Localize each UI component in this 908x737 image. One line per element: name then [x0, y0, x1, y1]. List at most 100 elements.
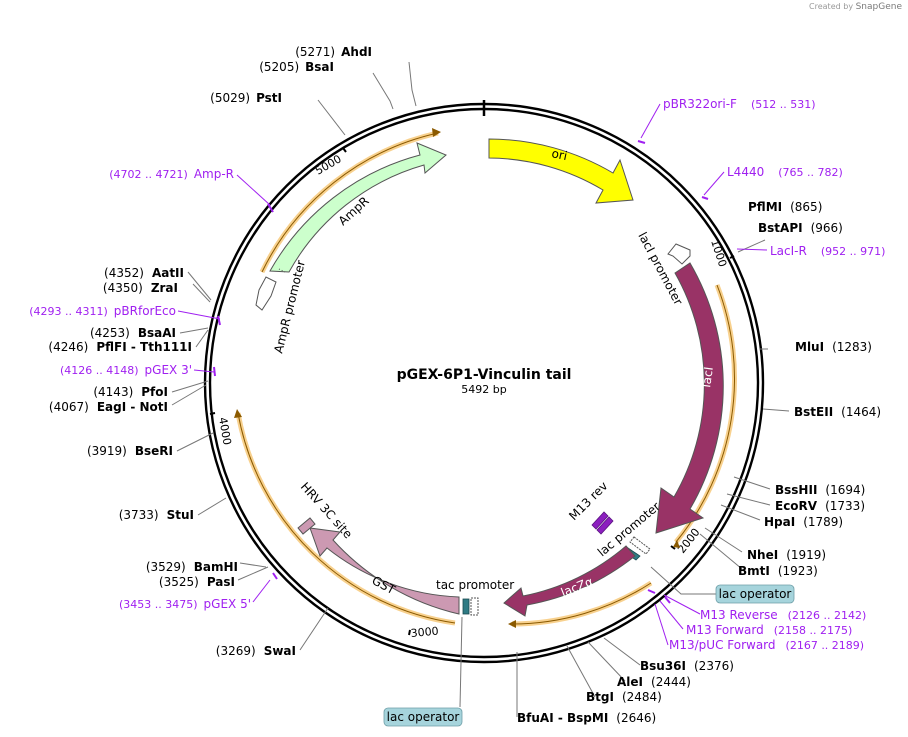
feature-ampr: AmpR [269, 142, 447, 273]
site-SwaI: (3269)SwaI [216, 644, 296, 658]
site-name: ZraI [151, 281, 178, 295]
site-EagI-NotI: (4067)EagI - NotI [49, 400, 168, 414]
tick-label-3000: 3000 [410, 625, 439, 640]
ampr-promoter-label: AmpR promoter [271, 259, 308, 355]
orf-arcs [234, 128, 737, 628]
primer-range: (4126 .. 4148) [60, 364, 139, 377]
primer-Amp-R: (4702 .. 4721) Amp-R [109, 167, 234, 181]
primer-name: Amp-R [194, 167, 234, 181]
primer-range: (2126 .. 2142) [788, 609, 867, 622]
primer-range: (4702 .. 4721) [109, 168, 188, 181]
site-name: BsaI [305, 60, 334, 74]
site-NheI: NheI(1919) [747, 548, 826, 562]
site-num: (2376) [694, 659, 734, 673]
site-PasI: (3525) PasI [159, 575, 235, 589]
site-num: (3525) [159, 575, 199, 589]
primer-range: (2158 .. 2175) [774, 624, 853, 637]
site-name: AhdI [341, 45, 372, 59]
site-name: PstI [256, 91, 282, 105]
primer-name: pGEX 3' [145, 363, 192, 377]
primer-M13-Forward: M13 Forward(2158 .. 2175) [686, 623, 852, 637]
tac-promoter-label: tac promoter [436, 578, 514, 592]
site-num: (2646) [616, 711, 656, 725]
feature-lacI-promoter-label: lacI promoter [635, 230, 685, 308]
site-name: BsaAI [138, 326, 176, 340]
lac-operator-label-bottom: lac operator [387, 710, 460, 724]
site-leaders [171, 61, 790, 717]
site-name: BstAPI [758, 221, 803, 235]
feature-lacI-label: lacI [699, 366, 716, 389]
primer-name: M13 Reverse [700, 608, 778, 622]
site-BssHII: BssHII(1694) [775, 483, 865, 497]
site-BmtI: BmtI (1923) [738, 564, 818, 578]
site-AhdI: (5271)AhdI [295, 45, 372, 59]
site-num: (4143) [93, 385, 133, 399]
primer-name: pBRforEco [114, 304, 176, 318]
site-BstAPI: BstAPI(966) [758, 221, 843, 235]
primer-name: pGEX 5' [204, 597, 251, 611]
primer-name: L4440 [727, 165, 764, 179]
feature-ori-label: ori [550, 146, 568, 163]
primer-LacI-R: LacI-R(952 .. 971) [770, 244, 885, 258]
restriction-sites: (5271)AhdI (5205)BsaI (5029)PstI PflMI (8… [48, 45, 881, 725]
site-num: (3919) [87, 444, 127, 458]
site-num: (4246) [48, 340, 88, 354]
site-name: BmtI [738, 564, 770, 578]
site-PflMI: PflMI (865) [748, 200, 822, 214]
primer-range: (765 .. 782) [778, 166, 843, 179]
site-PflFI-Tth111I: (4246)PflFI - Tth111I [48, 340, 192, 354]
site-num: (3529) [146, 560, 186, 574]
site-ZraI: (4350)ZraI [103, 281, 178, 295]
feature-lacI: lacI [655, 262, 724, 534]
feature-ori: ori [488, 138, 634, 204]
site-name: EcoRV [775, 499, 818, 513]
site-name: BseRI [135, 444, 173, 458]
backbone [203, 100, 765, 664]
primer-name: pBR322ori-F [663, 97, 737, 111]
feature-m13-rev: M13 rev [566, 479, 614, 535]
primer-range: (512 .. 531) [751, 98, 816, 111]
site-name: BstEII [794, 405, 833, 419]
site-name: MluI [795, 340, 824, 354]
site-BsaI: (5205)BsaI [259, 60, 334, 74]
site-name: AleI [617, 675, 643, 689]
site-num: (1464) [841, 405, 881, 419]
primer-range: (3453 .. 3475) [119, 598, 198, 611]
credit-brand: SnapGene [855, 2, 902, 12]
site-num: (2444) [651, 675, 691, 689]
site-num: (1923) [778, 564, 818, 578]
lac-operator-bottom: lac operator [383, 616, 463, 727]
site-HpaI: HpaI(1789) [764, 515, 843, 529]
plasmid-name: pGEX-6P1-Vinculin tail [397, 367, 572, 383]
site-BstEII: BstEII (1464) [794, 405, 881, 419]
site-BamHI: (3529)BamHI [146, 560, 238, 574]
site-num: (865) [790, 200, 822, 214]
site-EcoRV: EcoRV(1733) [775, 499, 865, 513]
primer-pGEX-3: (4126 .. 4148) pGEX 3' [60, 363, 192, 377]
site-name: Bsu36I [640, 659, 686, 673]
site-name: BtgI [586, 690, 614, 704]
site-BtgI: BtgI(2484) [586, 690, 662, 704]
feature-tac-promoter: tac promoter [436, 578, 514, 616]
site-name: PfoI [141, 385, 168, 399]
primer-range: (2167 .. 2189) [786, 639, 865, 652]
primer-M13-Reverse: M13 Reverse (2126 .. 2142) [700, 608, 866, 622]
site-num: (4253) [90, 326, 130, 340]
primer-pBR322ori-F: pBR322ori-F (512 .. 531) [663, 97, 816, 111]
primer-range: (952 .. 971) [821, 245, 886, 258]
primer-M13-pUC-Forward: M13/pUC Forward (2167 .. 2189) [669, 638, 864, 652]
primer-range: (4293 .. 4311) [29, 305, 108, 318]
site-name: PasI [207, 575, 235, 589]
site-name: PflMI [748, 200, 782, 214]
site-AleI: AleI (2444) [617, 675, 691, 689]
site-name: AatII [152, 266, 184, 280]
site-BfuAI-BspMI: BfuAI - BspMI(2646) [517, 711, 656, 725]
site-MluI: MluI(1283) [795, 340, 872, 354]
primer-name: M13/pUC Forward [669, 638, 776, 652]
site-num: (1789) [803, 515, 843, 529]
site-num: (4067) [49, 400, 89, 414]
site-name: SwaI [264, 644, 296, 658]
primer-leaders [177, 103, 768, 646]
primer-labels: pBR322ori-F (512 .. 531) L4440 (765 .. 782… [29, 97, 885, 652]
site-PstI: (5029)PstI [210, 91, 282, 105]
